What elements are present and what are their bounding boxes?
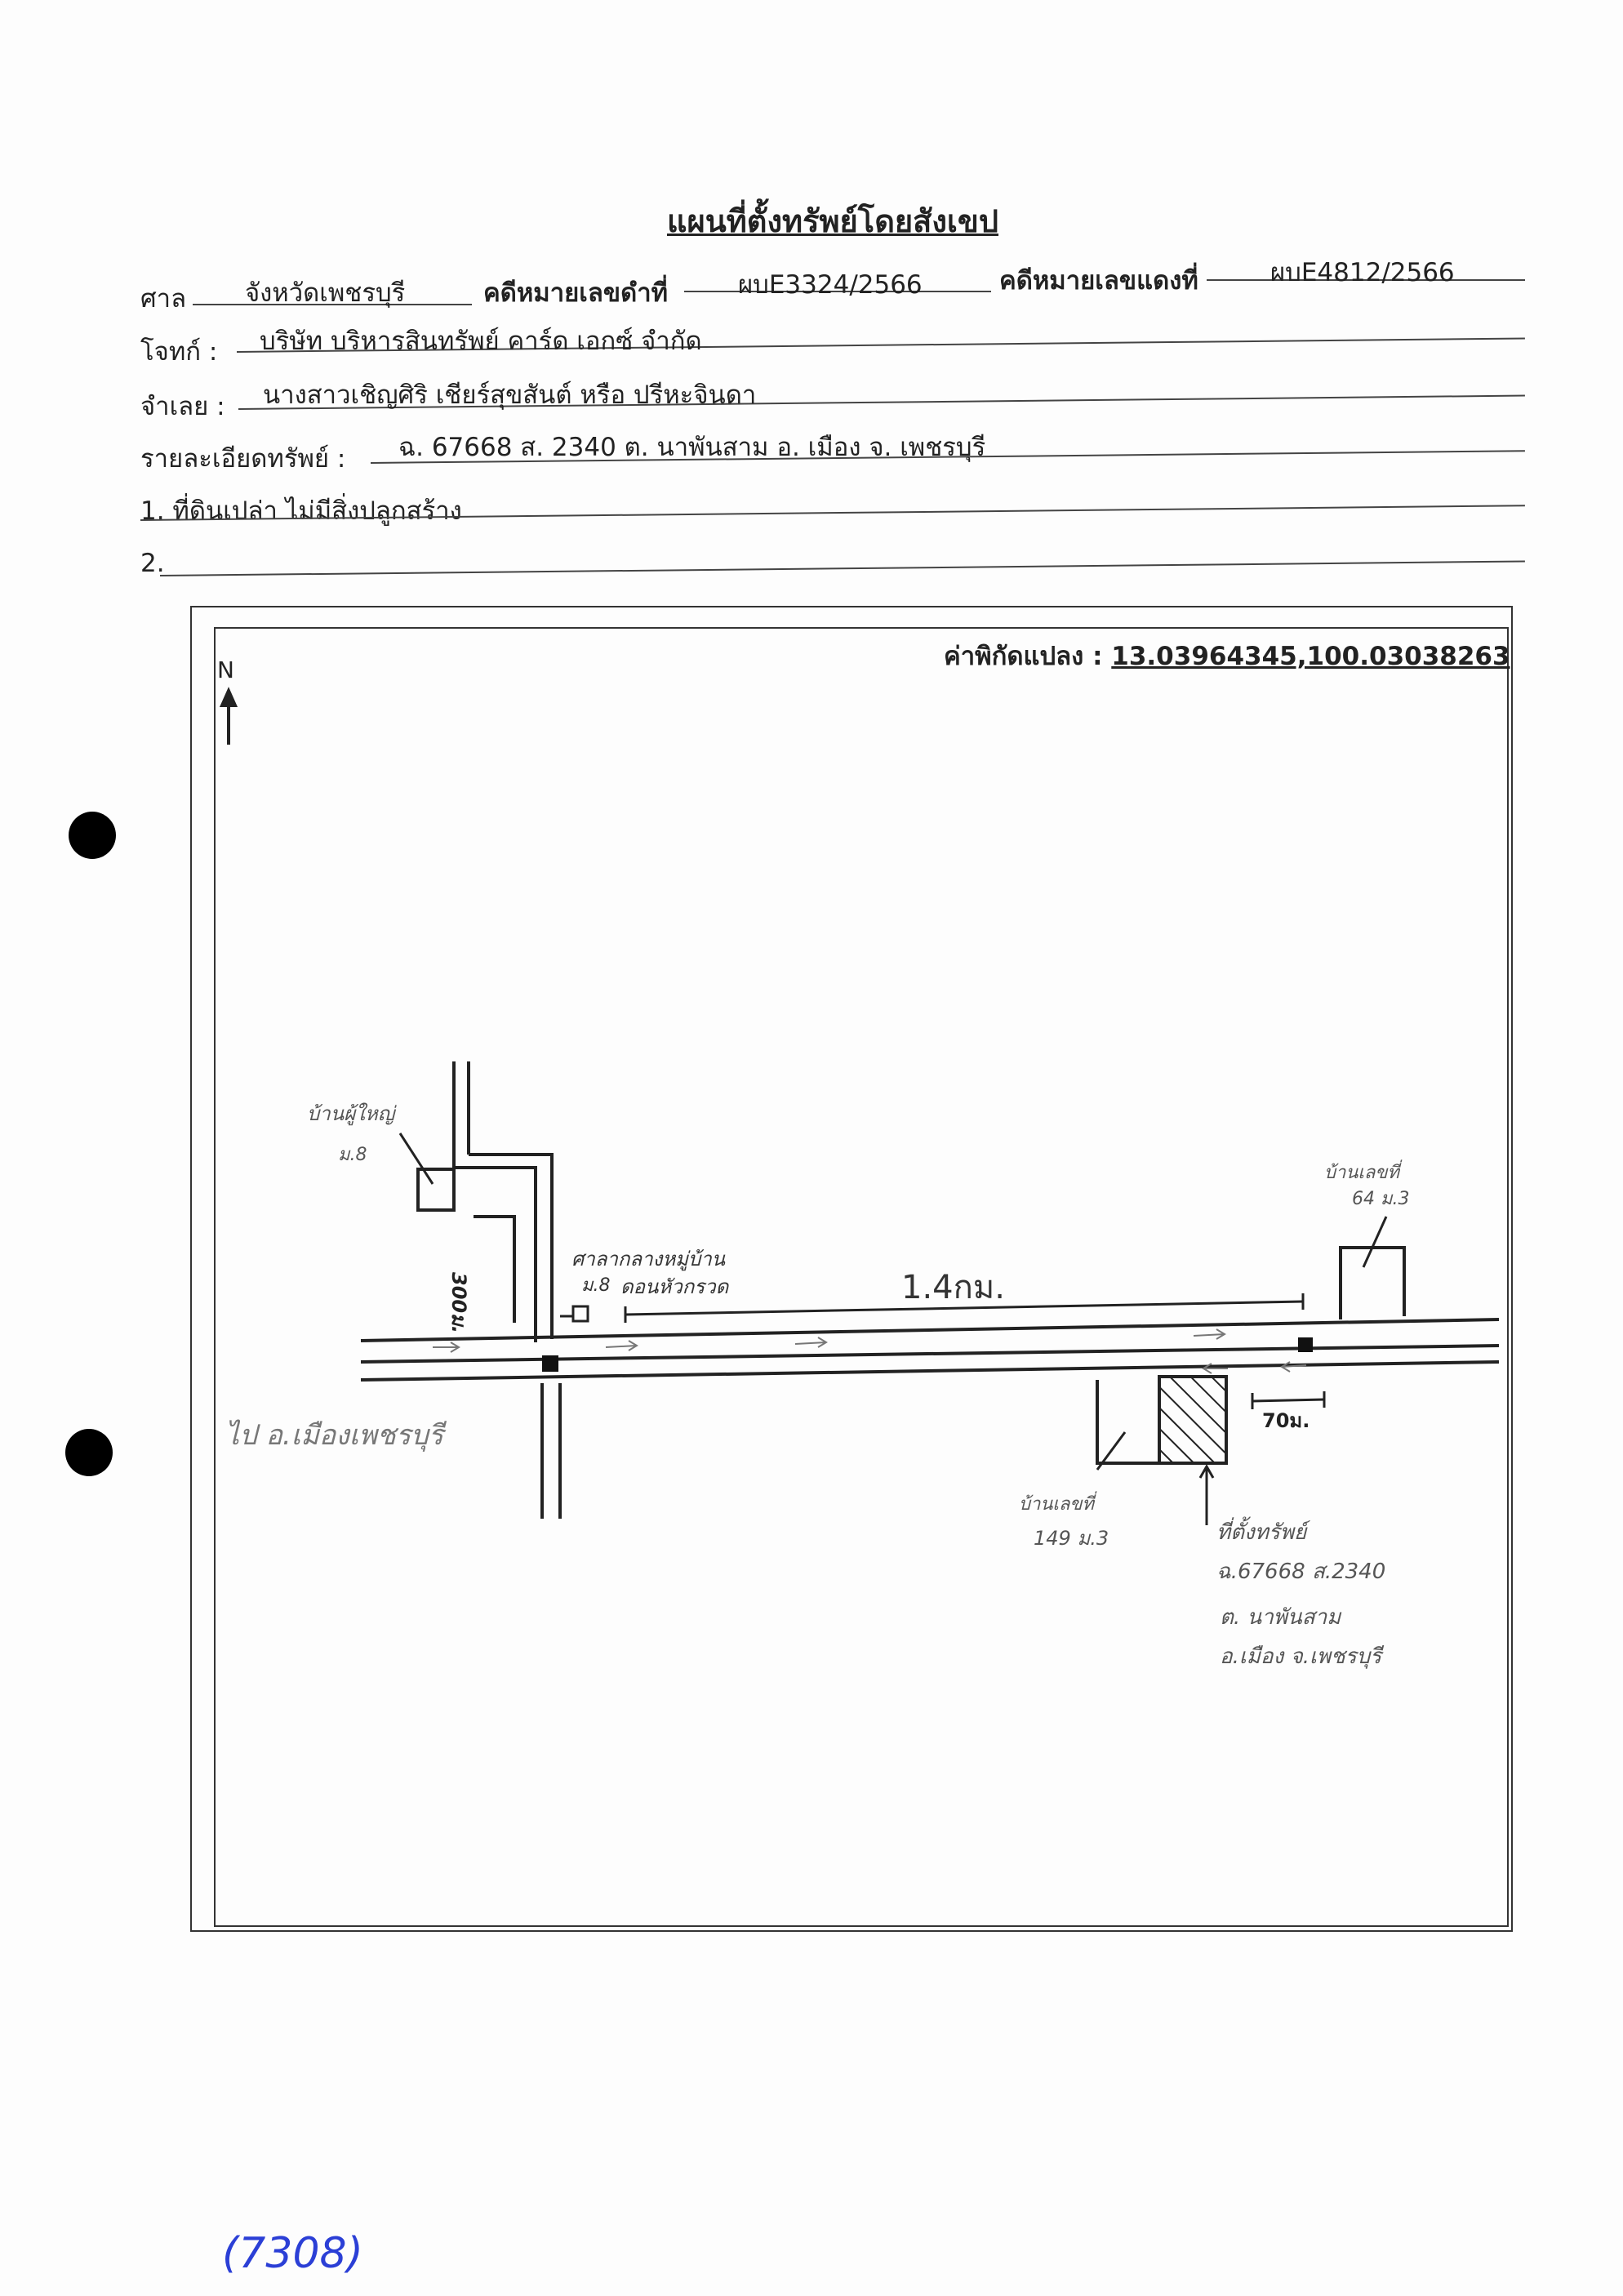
main-road [360, 1318, 1500, 1382]
distance-14km-marker [624, 1293, 1305, 1323]
property-label: รายละเอียดทรัพย์ : [140, 444, 346, 474]
plaintiff-label: โจทก์ : [140, 337, 218, 367]
distance-300-marker [474, 1215, 516, 1323]
house-64-label-line1: บ้านเลขที่ [1324, 1163, 1399, 1183]
property-label-line2: ฉ.67668 ส.2340 [1216, 1560, 1386, 1584]
coordinate-label: ค่าพิกัดแปลง : [944, 642, 1103, 671]
north-arrow [219, 687, 238, 745]
north-label: N [217, 656, 234, 683]
defendant-label: จำเลย : [140, 392, 225, 421]
village-head-house [416, 1168, 456, 1212]
red-case-underline [1207, 279, 1525, 281]
distance-70-label: 70ม. [1262, 1409, 1310, 1432]
black-case-underline [684, 291, 991, 292]
intersection-mark-left [542, 1355, 558, 1372]
property-label-line1: ที่ตั้งทรัพย์ [1216, 1520, 1307, 1545]
village-hall-marker [571, 1305, 589, 1323]
property-value: ฉ. 67668 ส. 2340 ต. นาพันสาม อ. เมือง จ.… [398, 433, 986, 462]
side-road [452, 1061, 562, 1519]
house-149-label-line1: บ้านเลขที่ [1019, 1494, 1094, 1515]
punch-hole-bottom [65, 1429, 113, 1476]
map-frame [214, 627, 1509, 1927]
red-case-label: คดีหมายเลขแดงที่ [999, 266, 1198, 296]
property-label-line4: อ.เมือง จ.เพชรบุรี [1220, 1644, 1382, 1669]
to-city-label: ไป อ.เมืองเพชรบุรี [225, 1419, 443, 1452]
court-label: ศาล [140, 284, 187, 314]
item-1: 1. ที่ดินเปล่า ไม่มีสิ่งปลูกสร้าง [140, 496, 462, 526]
village-head-pointer [398, 1132, 434, 1185]
file-number-stamp: (7308) [222, 2229, 363, 2278]
coordinate-value: 13.03964345,100.03038263 [1111, 642, 1510, 671]
distance-300-label: 300ม. [447, 1272, 470, 1334]
map-frame-outer [190, 606, 1513, 1932]
house-64-pointer [1362, 1216, 1388, 1268]
property-parcel [1158, 1375, 1228, 1465]
court-value: จังหวัดเพชรบุรี [245, 278, 406, 308]
black-case-value: ผบE3324/2566 [738, 270, 923, 300]
intersection-mark-right [1298, 1337, 1313, 1352]
house-149 [1096, 1380, 1159, 1465]
village-head-moo-label: ม.8 [338, 1145, 367, 1165]
document-title: แผนที่ตั้งทรัพย์โดยสังเขป [667, 203, 998, 239]
coordinate-readout: ค่าพิกัดแปลง : 13.03964345,100.03038263 [944, 635, 1510, 676]
property-pointer [1198, 1463, 1215, 1525]
property-label-line3: ต. นาพันสาม [1220, 1605, 1341, 1630]
house-64 [1339, 1246, 1406, 1319]
court-underline [193, 304, 472, 305]
punch-hole-top [69, 812, 116, 859]
village-hall-label-line2: ม.8 [581, 1275, 611, 1296]
house-64-label-line2: 64 ม.3 [1352, 1189, 1410, 1209]
road-direction-arrows [433, 1328, 1307, 1374]
defendant-value: นางสาวเชิญศิริ เชียร์สุขสันต์ หรือ ปรีหะ… [263, 380, 757, 410]
black-case-label: คดีหมายเลขดำที่ [483, 278, 669, 308]
distance-14km-label: 1.4กม. [901, 1269, 1005, 1306]
house-149-pointer [1096, 1431, 1127, 1471]
house-149-label-line2: 149 ม.3 [1034, 1527, 1109, 1550]
item-2: 2. [140, 549, 165, 578]
village-head-house-label: บ้านผู้ใหญ่ [307, 1102, 395, 1125]
village-hall-label-line3: ดอนหัวกรวด [620, 1275, 729, 1298]
village-hall-label-line1: ศาลากลางหมู่บ้าน [571, 1248, 726, 1270]
plaintiff-value: บริษัท บริหารสินทรัพย์ คาร์ด เอกซ์ จำกัด [260, 327, 702, 356]
distance-70-marker [1251, 1391, 1326, 1409]
red-case-value: ผบE4812/2566 [1270, 258, 1455, 287]
